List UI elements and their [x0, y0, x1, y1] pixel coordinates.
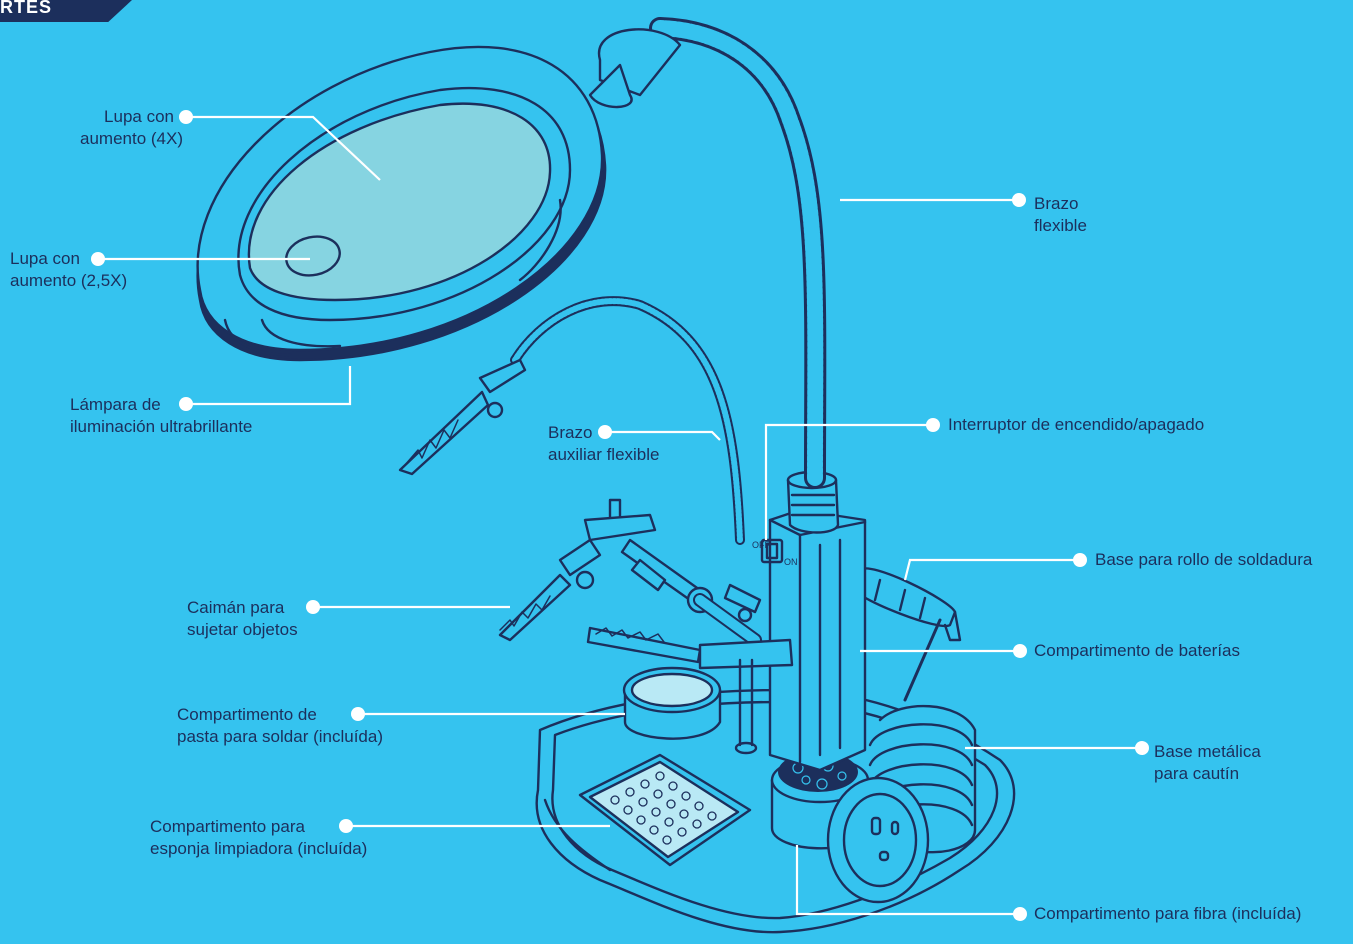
label-cautin-line2: para cautín	[1154, 763, 1294, 785]
dot-cautin	[1135, 741, 1149, 755]
main-gooseneck	[660, 28, 815, 478]
dot-baterias	[1013, 644, 1027, 658]
switch-on-text: ON	[784, 557, 798, 567]
dot-interruptor	[926, 418, 940, 432]
solder-roll	[855, 568, 960, 700]
label-lupa-4x-line2: aumento (4X)	[80, 128, 174, 150]
label-cautin: Base metálica para cautín	[1154, 741, 1294, 785]
label-caiman-line2: sujetar objetos	[187, 619, 327, 641]
label-brazo-auxiliar: Brazo auxiliar flexible	[548, 422, 698, 466]
clamp-assembly	[560, 500, 760, 640]
dot-rollo	[1073, 553, 1087, 567]
left-clip	[500, 575, 570, 640]
label-caiman-line1: Caimán para	[187, 597, 327, 619]
switch-off-text: OFF	[752, 540, 770, 550]
leader-rollo	[905, 560, 1080, 580]
label-caiman: Caimán para sujetar objetos	[187, 597, 327, 641]
label-lampara: Lámpara de iluminación ultrabrillante	[70, 394, 310, 438]
label-pasta-line2: pasta para soldar (incluída)	[177, 726, 417, 748]
aux-clip	[400, 360, 525, 474]
label-pasta-line1: Compartimento de	[177, 704, 417, 726]
label-brazo-auxiliar-line1: Brazo	[548, 422, 698, 444]
dot-brazo-flex	[1012, 193, 1026, 207]
label-baterias: Compartimento de baterías	[1034, 640, 1284, 662]
label-brazo-flexible: Brazo flexible	[1034, 193, 1134, 237]
label-rollo: Base para rollo de soldadura	[1095, 549, 1345, 571]
label-brazo-flexible-line2: flexible	[1034, 215, 1134, 237]
label-interruptor-line1: Interruptor de encendido/apagado	[948, 414, 1268, 436]
label-lupa-4x-line1: Lupa con	[80, 106, 174, 128]
magnifier	[198, 29, 680, 360]
label-cautin-line1: Base metálica	[1154, 741, 1294, 763]
label-lupa-4x: Lupa con aumento (4X)	[80, 106, 174, 150]
label-baterias-line1: Compartimento de baterías	[1034, 640, 1284, 662]
paste-cup	[624, 668, 720, 739]
label-brazo-auxiliar-line2: auxiliar flexible	[548, 444, 698, 466]
label-lampara-line2: iluminación ultrabrillante	[70, 416, 310, 438]
label-esponja: Compartimento para esponja limpiadora (i…	[150, 816, 410, 860]
label-lupa-25x: Lupa con aumento (2,5X)	[10, 248, 140, 292]
label-esponja-line2: esponja limpiadora (incluída)	[150, 838, 410, 860]
label-lupa-25x-line1: Lupa con	[10, 248, 140, 270]
label-lupa-25x-line2: aumento (2,5X)	[10, 270, 140, 292]
label-brazo-flexible-line1: Brazo	[1034, 193, 1134, 215]
label-fibra: Compartimento para fibra (incluída)	[1034, 903, 1349, 925]
label-fibra-line1: Compartimento para fibra (incluída)	[1034, 903, 1349, 925]
dot-lupa4x	[179, 110, 193, 124]
label-pasta: Compartimento de pasta para soldar (incl…	[177, 704, 417, 748]
dot-fibra	[1013, 907, 1027, 921]
label-interruptor: Interruptor de encendido/apagado	[948, 414, 1268, 436]
aux-gooseneck	[515, 301, 740, 540]
label-rollo-line1: Base para rollo de soldadura	[1095, 549, 1345, 571]
label-esponja-line1: Compartimento para	[150, 816, 410, 838]
label-lampara-line1: Lámpara de	[70, 394, 310, 416]
tip-cone	[828, 778, 928, 902]
